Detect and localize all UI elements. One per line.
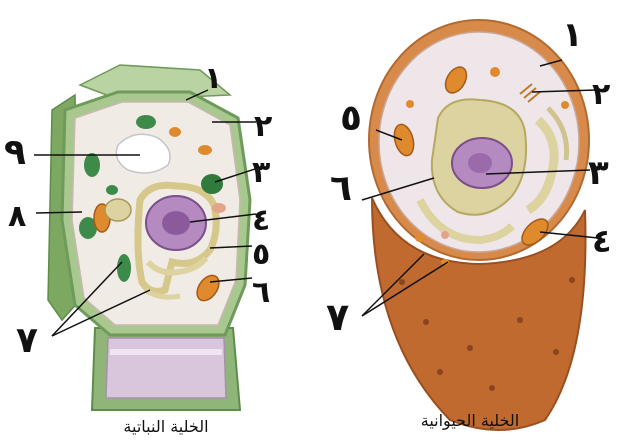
animal-vesicle	[490, 67, 500, 77]
plant-lower-vacuole	[106, 338, 226, 398]
animal-label-6: ٦	[330, 168, 352, 209]
plant-label-9: ٩	[4, 132, 26, 173]
plant-label-5: ٥	[252, 237, 270, 272]
animal-label-7: ٧	[326, 295, 349, 339]
animal-mitochondrion	[415, 234, 425, 242]
plant-cell-caption: الخلية النباتية	[123, 417, 208, 436]
animal-cell-caption: الخلية الحيوانية	[421, 411, 519, 431]
animal-label-2: ٢	[592, 77, 610, 112]
plant-label-7: ٧	[16, 320, 38, 361]
animal-cell	[362, 20, 598, 430]
plant-chloroplast	[201, 174, 223, 194]
plant-mitochondrion	[212, 203, 226, 213]
plant-label-6: ٦	[252, 275, 270, 310]
plant-chloroplast	[117, 254, 131, 282]
animal-label-1: ١	[562, 15, 583, 55]
leader-plant-8	[36, 212, 82, 213]
plant-cell	[34, 65, 258, 410]
plant-chloroplast	[106, 185, 118, 195]
plant-chloroplast	[136, 115, 156, 129]
plant-chloroplast	[84, 153, 100, 177]
animal-vesicle	[441, 231, 449, 239]
plant-mitochondrion	[169, 127, 181, 137]
plant-mitochondrion	[198, 145, 212, 155]
animal-vesicle	[406, 100, 414, 108]
animal-label-3: ٣	[588, 153, 609, 193]
animal-label-5: ٥	[340, 98, 362, 139]
animal-vesicle	[561, 101, 569, 109]
plant-label-1: ١	[204, 61, 222, 96]
plant-label-2: ٢	[254, 109, 272, 144]
plant-golgi	[105, 199, 131, 221]
plant-label-8: ٨	[8, 199, 26, 234]
plant-label-3: ٣	[252, 155, 270, 190]
animal-label-4: ٤	[592, 222, 612, 260]
plant-label-4: ٤	[252, 203, 270, 238]
